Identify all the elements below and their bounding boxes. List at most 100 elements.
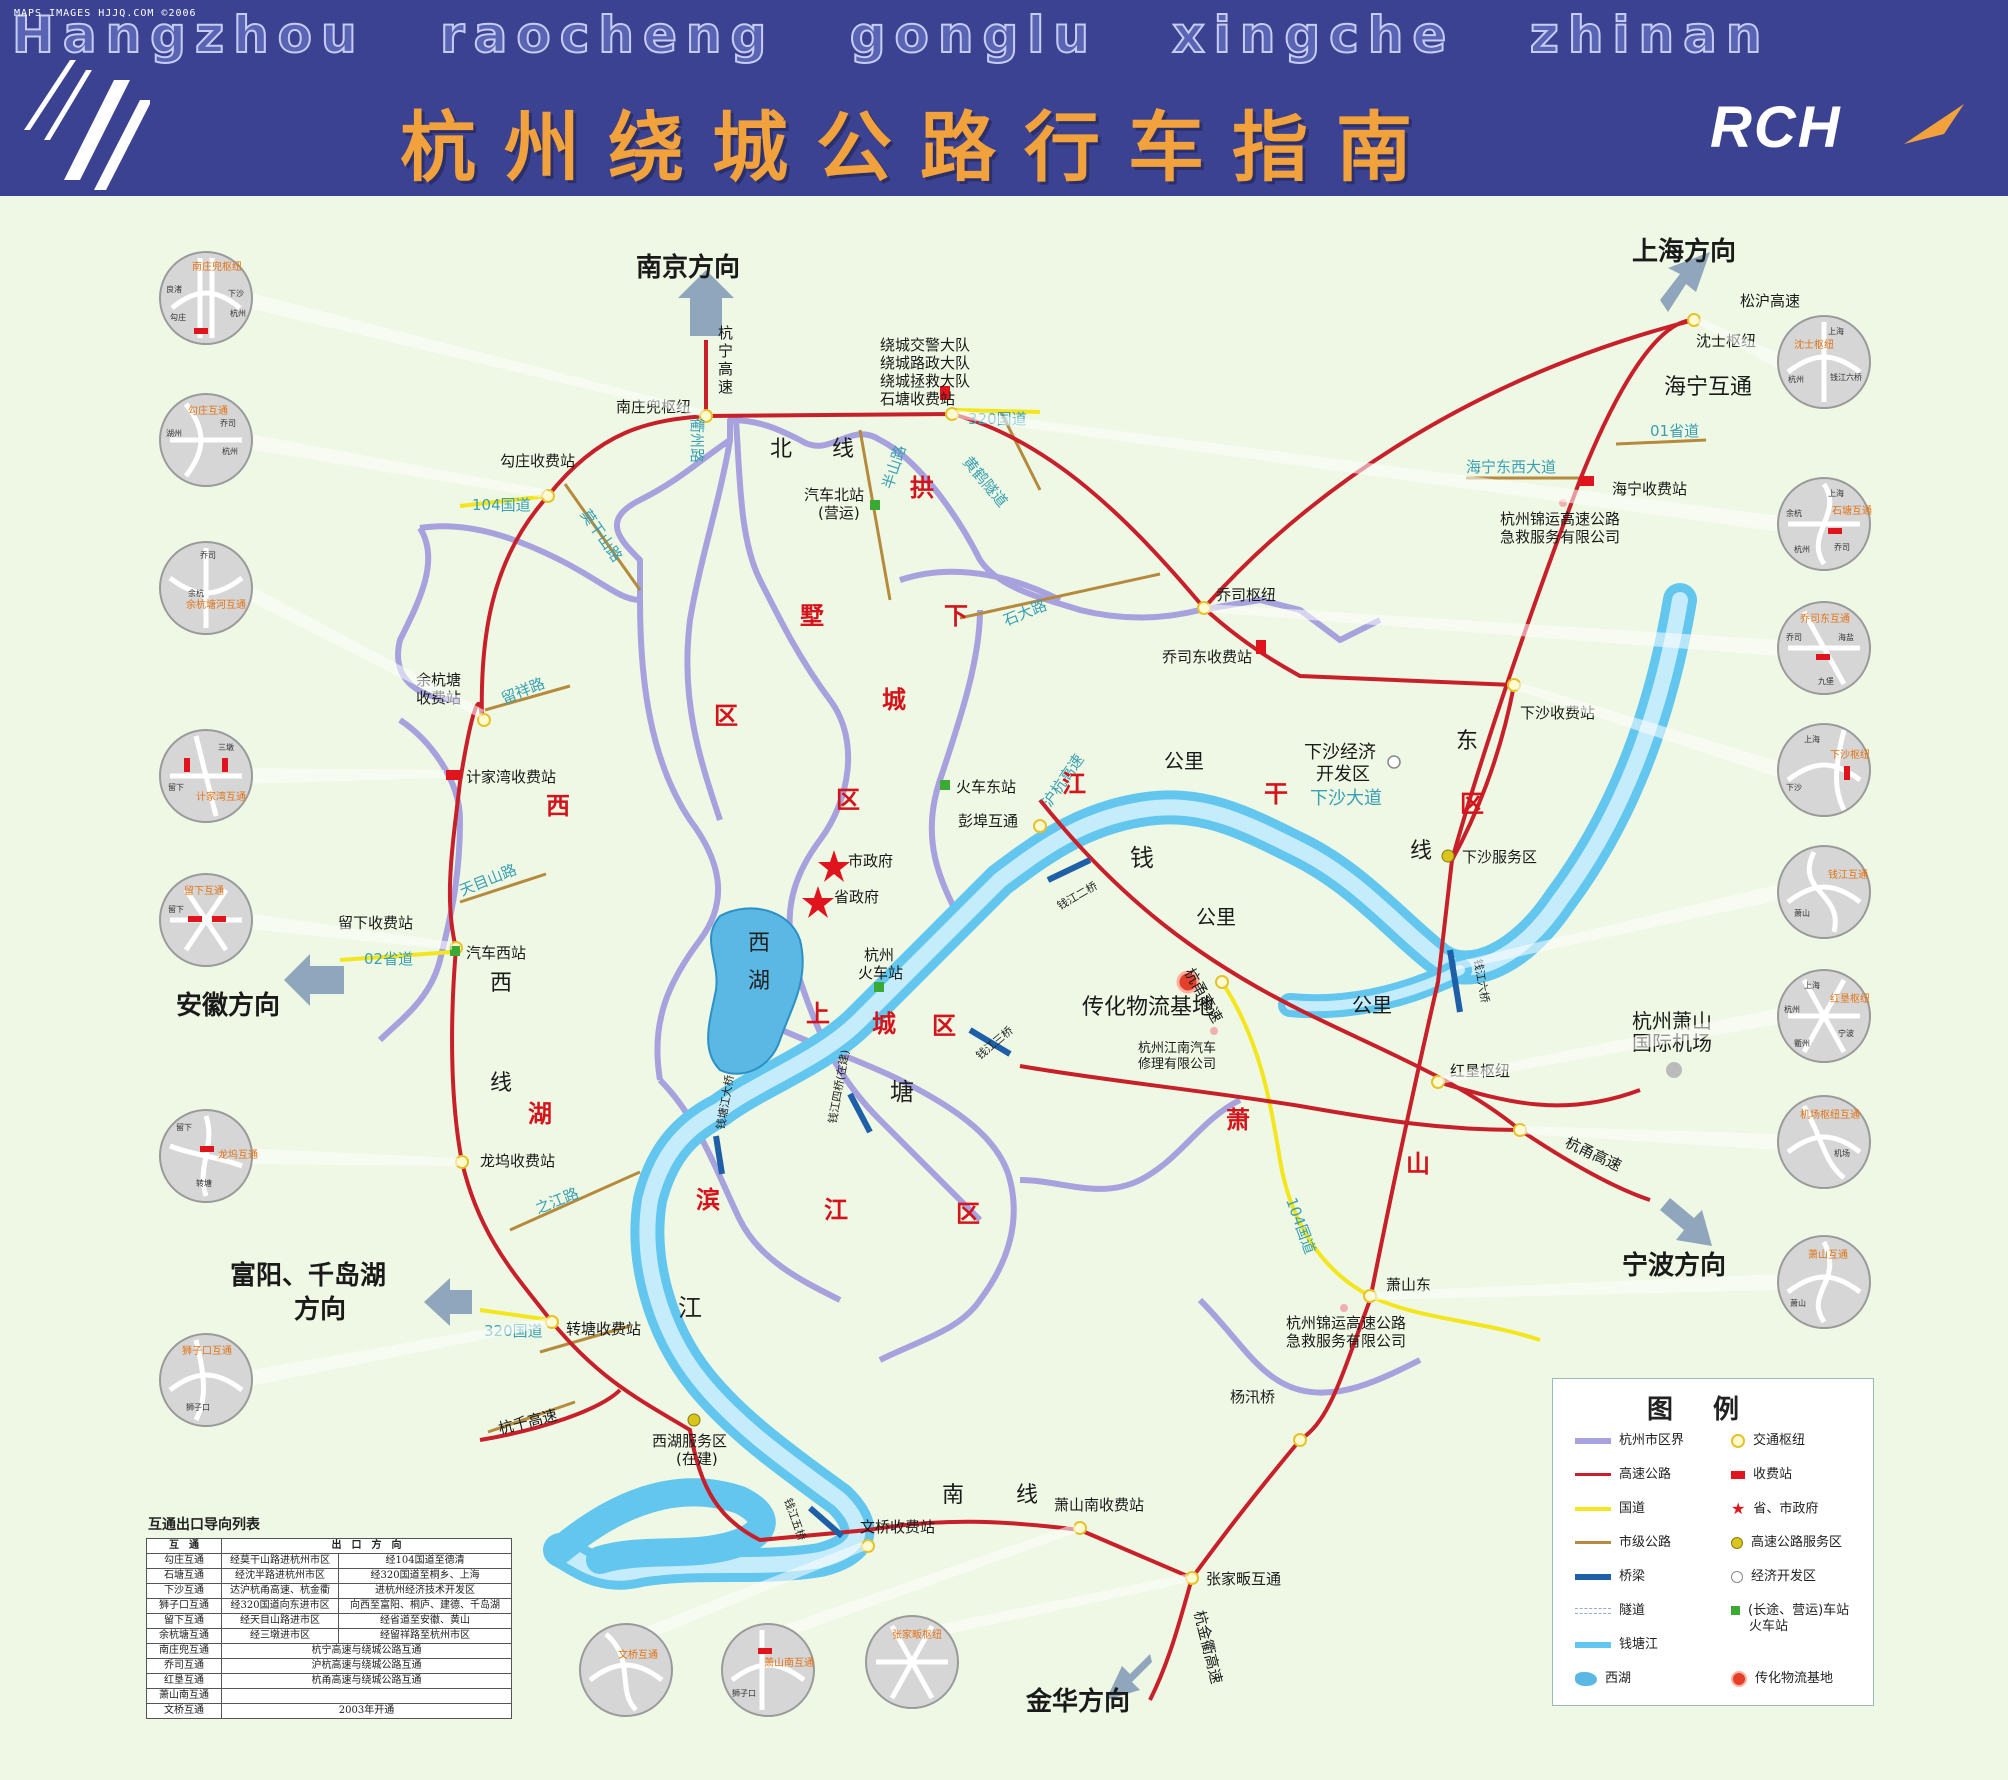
dir-fuyang-1: 富阳、千岛湖 [230,1260,386,1291]
label-jinyun-s-1: 杭州锦运高速公路 [1286,1314,1406,1332]
district-char-shan: 山 [1406,1150,1430,1178]
label-liuxia: 留下收费站 [338,914,413,932]
river-char-tang: 塘 [890,1078,914,1106]
table-row: 勾庄互通经莫干山路进杭州市区经104国道至德清 [146,1553,512,1569]
label-xiasha-dev-2: 开发区 [1316,764,1370,785]
label-huanghe: 黄鹤隧道 [959,453,1011,511]
label-xihu-service-2: (在建) [676,1450,718,1468]
callout-right-1: 石塘互通 上海 余杭 杭州 乔司 [1777,477,1872,571]
logistics-base-icon [1176,970,1200,994]
callout-right-0-l1: 杭州 [1788,374,1804,384]
callout-left-0-l2: 杭州 [230,308,246,318]
bridge-qj2 [1046,857,1092,883]
label-zhijiang: 之江路 [533,1184,581,1218]
legend-item-logistics: 传化物流基地 [1731,1669,1833,1689]
jiangnan-icon [1210,1027,1218,1035]
callout-left-5-l0: 留下 [176,1122,192,1132]
stripes-logo-icon [24,60,150,190]
callout-right-5: 红垦枢纽 上海 杭州 衢州 宁波 [1777,969,1871,1063]
table-row: 下沙互通达沪杭甬高速、杭金衢进杭州经济技术开发区 [146,1583,512,1599]
label-jinyun-n-2: 急救服务有限公司 [1500,528,1620,546]
label-shida: 石大路 [1001,596,1049,630]
callout-right-2: 乔司东互通 乔司 海盐 九堡 [1777,601,1871,695]
ring-xian-s: 线 [1016,1483,1038,1508]
exit-direction-table: 互通出口导向列表 互 通 出 口 方 向 勾庄互通经莫干山路进杭州市区经104国… [146,1514,512,1719]
callout-left-6-l0: 狮子口 [186,1403,210,1412]
label-g104-s: 104国道 [1282,1195,1319,1256]
dir-ningbo: 宁波方向 [1622,1250,1726,1281]
label-xiaoshan-south: 萧山南收费站 [1054,1496,1144,1514]
legend-item-train: 火车站 [1749,1619,1789,1634]
district-char-gong: 拱 [910,474,934,502]
label-hangqian: 杭千高速 [497,1406,560,1438]
arrow-anhui-icon [284,954,344,1006]
ring-xian-w: 线 [490,1071,512,1096]
callout-left-2-l1: 余杭 [188,588,204,598]
label-s02: 02省道 [364,950,413,968]
callout-right-2-l2: 九堡 [1818,676,1834,686]
callout-right-1-l3: 乔司 [1834,542,1850,552]
service-xihu-icon [687,1413,701,1427]
label-train-east: 火车东站 [956,778,1016,796]
star-city-gov-icon [818,850,850,882]
callout-bottom-1-name: 萧山南互通 [764,1656,814,1669]
arrow-jinhua-icon [1106,1654,1152,1700]
callout-right-0-l0: 上海 [1828,326,1844,336]
callout-left-5: 龙坞互通 留下 转塘 [159,1109,258,1203]
callout-right-2-name: 乔司东互通 [1800,612,1850,625]
label-yangxunqiao: 杨汛桥 [1230,1388,1275,1406]
callout-left-1-l0: 湖州 [166,429,182,438]
arrow-shanghai-icon [1660,252,1710,312]
bridge-qj4 [847,1092,873,1134]
callout-right-5-l3: 宁波 [1838,1028,1854,1038]
dir-nanjing: 南京方向 [636,252,740,283]
district-char-shang: 上 [806,1000,830,1028]
toll-shitang-icon [940,386,950,400]
label-xiasha-dev-1: 下沙经济 [1304,742,1376,763]
callout-bottom-2: 张家畈枢纽 [865,1615,959,1709]
map-title: 杭州绕城公路行车指南 [400,103,1440,192]
callout-right-5-name: 红垦枢纽 [1830,992,1870,1005]
arrow-fuyang-icon [424,1278,472,1326]
ring-road-map: 钱 塘 江 西 湖 [159,236,1872,1717]
bridge-label-qj2: 钱江二桥 [1055,878,1100,912]
station-bus-west-icon [450,946,460,956]
callout-lines [240,290,1780,1640]
district-char-chengqu: 城 [872,1010,896,1038]
hub-logistics [1215,975,1229,989]
label-jinyun-n-1: 杭州锦运高速公路 [1500,510,1620,528]
ring-gongli-2: 公里 [1196,905,1236,929]
dir-shanghai: 上海方向 [1632,236,1736,267]
hub-pengbu [1033,819,1047,833]
table-row: 红垦互通杭甬高速与绕城公路互通 [146,1673,512,1689]
label-qiaosi: 乔司枢纽 [1216,586,1276,604]
callout-right-0-name: 沈士枢纽 [1794,338,1834,351]
river-labels: 钱 塘 江 [678,844,1154,1322]
legend-item-boundary: 杭州市区界 [1575,1431,1684,1451]
lake-char-hu: 湖 [748,969,770,994]
label-xiaoshan-east: 萧山东 [1386,1276,1431,1294]
logo-arrow-icon [1904,104,1964,144]
bridge-label-qj3: 钱江三桥 [973,1023,1016,1062]
callout-left-1: 勾庄互通 湖州 乔司 杭州 [159,393,253,487]
callout-left-6: 狮子口互通 狮子口 [159,1333,253,1427]
callout-right-3-l0: 上海 [1804,734,1820,744]
label-wenqiao: 文桥收费站 [860,1518,935,1536]
bridge-qj6 [1447,949,1463,1013]
district-char-qu2: 区 [836,786,860,814]
callout-left-0-name: 南庄兜枢纽 [192,260,242,273]
label-shitang-1: 绕城交警大队 [880,336,970,354]
callout-right-4-name: 钱江互通 [1828,868,1868,881]
hub-yangxunqiao [1293,1433,1307,1447]
label-liuxiang: 留祥路 [499,674,547,708]
direction-labels: 南京方向 上海方向 安徽方向 富阳、千岛湖 方向 宁波方向 金华方向 [176,236,1736,1717]
table-row: 余杭塘互通经三墩进市区经留祥路至杭州市区 [146,1628,512,1644]
label-shitang-3: 绕城拯救大队 [880,372,970,390]
road-labels: 杭 宁 高 速 杭千高速 杭甬高速 杭甬高速 杭金衢高速 衢州路 104国道 莫… [364,324,1699,1686]
government-markers [802,850,850,918]
rch-logo: RCH [1710,95,1842,160]
district-char-gan: 干 [1264,780,1288,808]
bridge-label-qj5: 钱江五桥 [781,1496,809,1542]
callout-right-4: 钱江互通 萧山 [1777,845,1871,939]
callout-left-0-l3: 勾庄 [170,312,186,322]
